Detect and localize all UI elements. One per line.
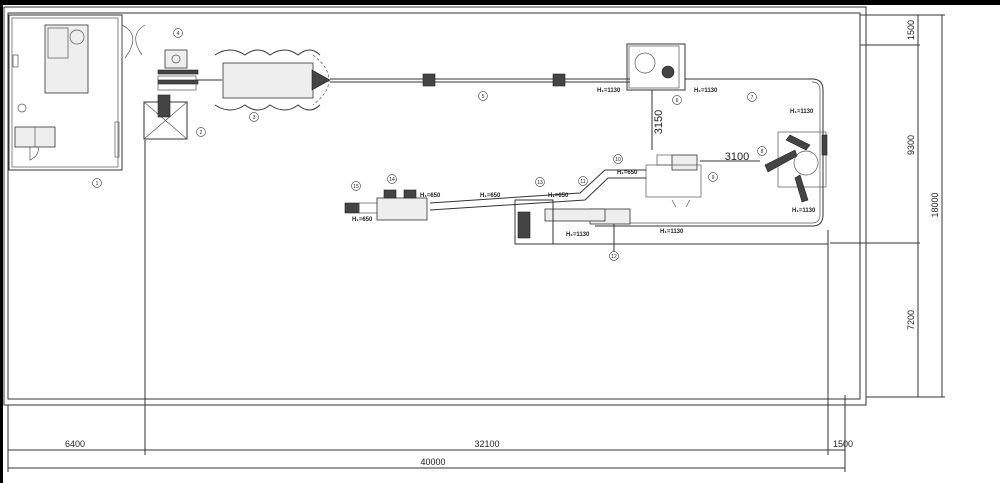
item-number: 1 <box>96 181 99 187</box>
building-outer-wall <box>3 6 867 406</box>
item-number: 9 <box>712 175 715 181</box>
height-label: H₁=1130 <box>566 232 590 238</box>
item-number-marker: 12 <box>609 251 619 261</box>
item-circle <box>173 28 183 38</box>
item-circle <box>92 178 102 188</box>
item-number-marker: 1 <box>92 178 102 188</box>
item-number-marker: 7 <box>747 92 757 102</box>
item-number: 5 <box>482 94 485 100</box>
dim-vertical-gap: 3150 <box>653 110 665 134</box>
dim-width-left: 6400 <box>65 439 85 449</box>
item-number-marker: 2 <box>196 127 206 137</box>
item-number: 13 <box>537 180 543 186</box>
height-label: H₁=1130 <box>790 109 814 115</box>
height-label: H₁=650 <box>617 170 638 176</box>
item-circle <box>196 127 206 137</box>
item-number: 7 <box>751 95 754 101</box>
left-border <box>0 0 3 483</box>
item-circle <box>387 174 397 184</box>
large-rotary-machine <box>214 49 331 111</box>
item-circle <box>672 95 682 105</box>
item-number-marker: 6 <box>672 95 682 105</box>
item-circle <box>708 172 718 182</box>
hopper-station <box>143 49 222 140</box>
height-label: H₁=1130 <box>660 229 684 235</box>
dim-width-total: 40000 <box>420 457 445 467</box>
dim-width-right: 1500 <box>833 439 853 449</box>
item-circle <box>351 181 361 191</box>
height-label: H₁=1130 <box>792 208 816 214</box>
item-number-marker: 8 <box>757 146 767 156</box>
dim-height-bottom: 7200 <box>906 310 916 330</box>
item-number-marker: 3 <box>249 112 259 122</box>
item-number: 4 <box>177 31 180 37</box>
height-label: H₁=650 <box>548 193 569 199</box>
dim-height-middle: 9300 <box>906 135 916 155</box>
item-number-marker: 15 <box>351 181 361 191</box>
item-number: 15 <box>353 184 359 190</box>
item-circle <box>757 146 767 156</box>
item-number: 11 <box>580 179 585 185</box>
dim-height-top: 1500 <box>906 20 916 40</box>
conveyor-lower <box>429 169 828 252</box>
item-number: 10 <box>615 157 621 163</box>
dim-height-total: 18000 <box>930 192 940 217</box>
item-number-marker: 4 <box>173 28 183 38</box>
unscrambler-machine <box>626 43 686 150</box>
labeling-machine <box>645 154 702 208</box>
height-label: H₁=650 <box>480 193 501 199</box>
item-number-marker: 14 <box>387 174 397 184</box>
item-number-marker: 13 <box>535 177 545 187</box>
item-circle <box>609 251 619 261</box>
dim-width-middle: 32100 <box>474 439 499 449</box>
building-inner-wall <box>7 12 861 400</box>
item-circle <box>535 177 545 187</box>
conveyor-top <box>330 73 824 227</box>
item-number: 14 <box>389 177 395 183</box>
item-number: 6 <box>676 98 679 104</box>
height-label: H₁=1130 <box>597 88 621 94</box>
item-number-marker: 9 <box>708 172 718 182</box>
dim-horizontal-gap: 3100 <box>725 151 749 163</box>
item-circle <box>478 91 488 101</box>
item-number: 3 <box>253 115 256 121</box>
height-label: H₁=1130 <box>694 88 718 94</box>
dimension-bottom <box>7 405 845 472</box>
item-number: 12 <box>611 254 617 260</box>
height-label: H₁=650 <box>420 193 441 199</box>
packing-machine <box>344 189 428 221</box>
item-circle <box>249 112 259 122</box>
item-circle <box>578 176 588 186</box>
office-room <box>8 14 146 171</box>
item-number-marker: 10 <box>613 154 623 164</box>
height-label: H₁=650 <box>352 217 373 223</box>
item-circle <box>747 92 757 102</box>
item-circle <box>613 154 623 164</box>
item-number-marker: 5 <box>478 91 488 101</box>
item-number-marker: 11 <box>578 176 588 186</box>
filling-capping-machine <box>700 131 828 203</box>
item-number: 8 <box>761 149 764 155</box>
top-border <box>0 0 1000 5</box>
item-number: 2 <box>200 130 203 136</box>
dimension-right <box>830 14 945 398</box>
